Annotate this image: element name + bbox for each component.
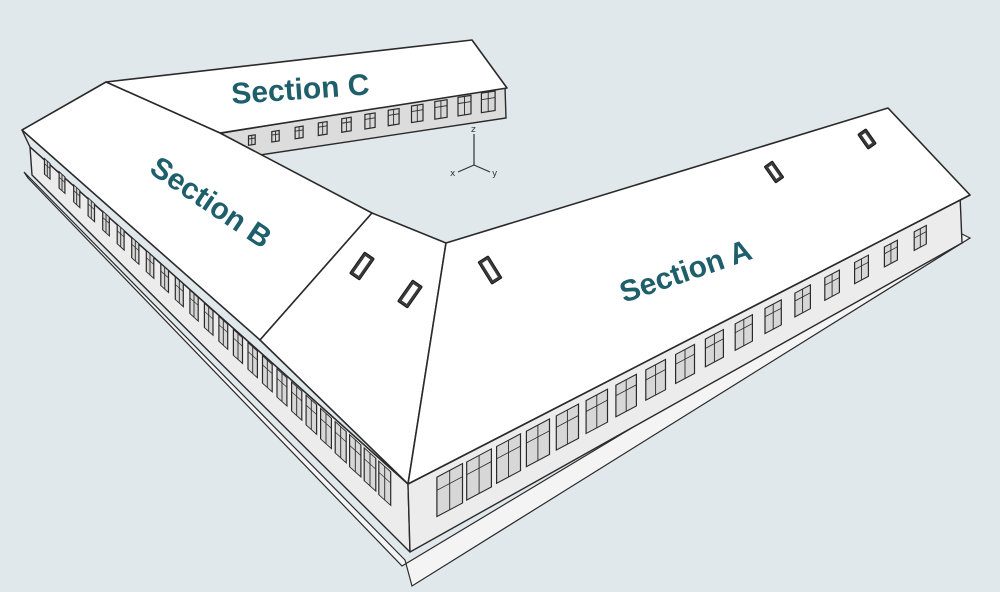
window-icon bbox=[480, 90, 496, 114]
window-icon bbox=[378, 459, 392, 507]
window-icon bbox=[704, 328, 725, 368]
skylight-icon bbox=[857, 128, 877, 150]
window-icon bbox=[457, 94, 472, 117]
window-icon bbox=[232, 328, 244, 365]
window-icon bbox=[364, 112, 376, 130]
window-icon bbox=[387, 107, 400, 127]
window-icon bbox=[334, 420, 347, 464]
window-icon bbox=[294, 125, 304, 140]
window-icon bbox=[247, 341, 258, 379]
skylight-icon bbox=[477, 255, 503, 285]
window-icon bbox=[764, 298, 782, 335]
axis-y-label: y bbox=[492, 169, 498, 179]
window-icon bbox=[853, 254, 870, 285]
section-b-windows bbox=[43, 157, 392, 507]
window-icon bbox=[218, 315, 229, 351]
skylight-icon bbox=[397, 279, 423, 309]
section-a-windows bbox=[436, 224, 927, 518]
window-icon bbox=[174, 275, 184, 308]
axis-indicator: z x y bbox=[450, 125, 498, 179]
window-icon bbox=[341, 116, 352, 133]
window-icon bbox=[189, 288, 199, 323]
window-icon bbox=[261, 354, 273, 394]
window-icon bbox=[73, 183, 81, 209]
window-icon bbox=[203, 302, 214, 337]
window-icon bbox=[102, 209, 110, 238]
window-icon bbox=[615, 373, 638, 418]
window-icon bbox=[585, 388, 609, 435]
section-b-roof bbox=[21, 81, 373, 341]
window-icon bbox=[913, 224, 927, 252]
window-icon bbox=[675, 343, 696, 385]
window-icon bbox=[466, 447, 493, 502]
window-icon bbox=[116, 223, 125, 252]
window-icon bbox=[824, 269, 840, 302]
window-icon bbox=[883, 239, 899, 268]
window-icon bbox=[410, 103, 424, 124]
window-icon bbox=[555, 403, 580, 452]
window-icon bbox=[794, 283, 811, 318]
window-icon bbox=[436, 462, 464, 518]
window-icon bbox=[348, 433, 362, 479]
window-icon bbox=[131, 236, 140, 266]
window-icon bbox=[645, 358, 667, 402]
section-c-windows bbox=[247, 90, 496, 147]
window-icon bbox=[291, 380, 303, 422]
window-icon bbox=[247, 134, 256, 147]
window-icon bbox=[319, 407, 333, 450]
window-icon bbox=[43, 157, 51, 181]
window-icon bbox=[305, 394, 318, 436]
section-b-eave bbox=[21, 129, 409, 485]
window-icon bbox=[317, 120, 328, 137]
section-a-roof bbox=[407, 107, 971, 485]
window-icon bbox=[734, 313, 753, 352]
window-icon bbox=[434, 99, 448, 120]
section-a-eave bbox=[407, 194, 971, 485]
axis-z-label: z bbox=[471, 125, 476, 135]
window-icon bbox=[496, 432, 522, 485]
window-icon bbox=[145, 249, 155, 280]
window-icon bbox=[58, 170, 66, 195]
window-icon bbox=[363, 446, 377, 493]
skylight-icon bbox=[349, 251, 375, 281]
window-icon bbox=[276, 367, 288, 408]
window-icon bbox=[87, 196, 96, 223]
axis-x-label: x bbox=[450, 169, 456, 179]
window-icon bbox=[271, 129, 280, 143]
window-icon bbox=[160, 262, 170, 294]
ground-plinth bbox=[23, 171, 972, 587]
skylight-icon bbox=[764, 160, 784, 184]
window-icon bbox=[525, 418, 551, 468]
